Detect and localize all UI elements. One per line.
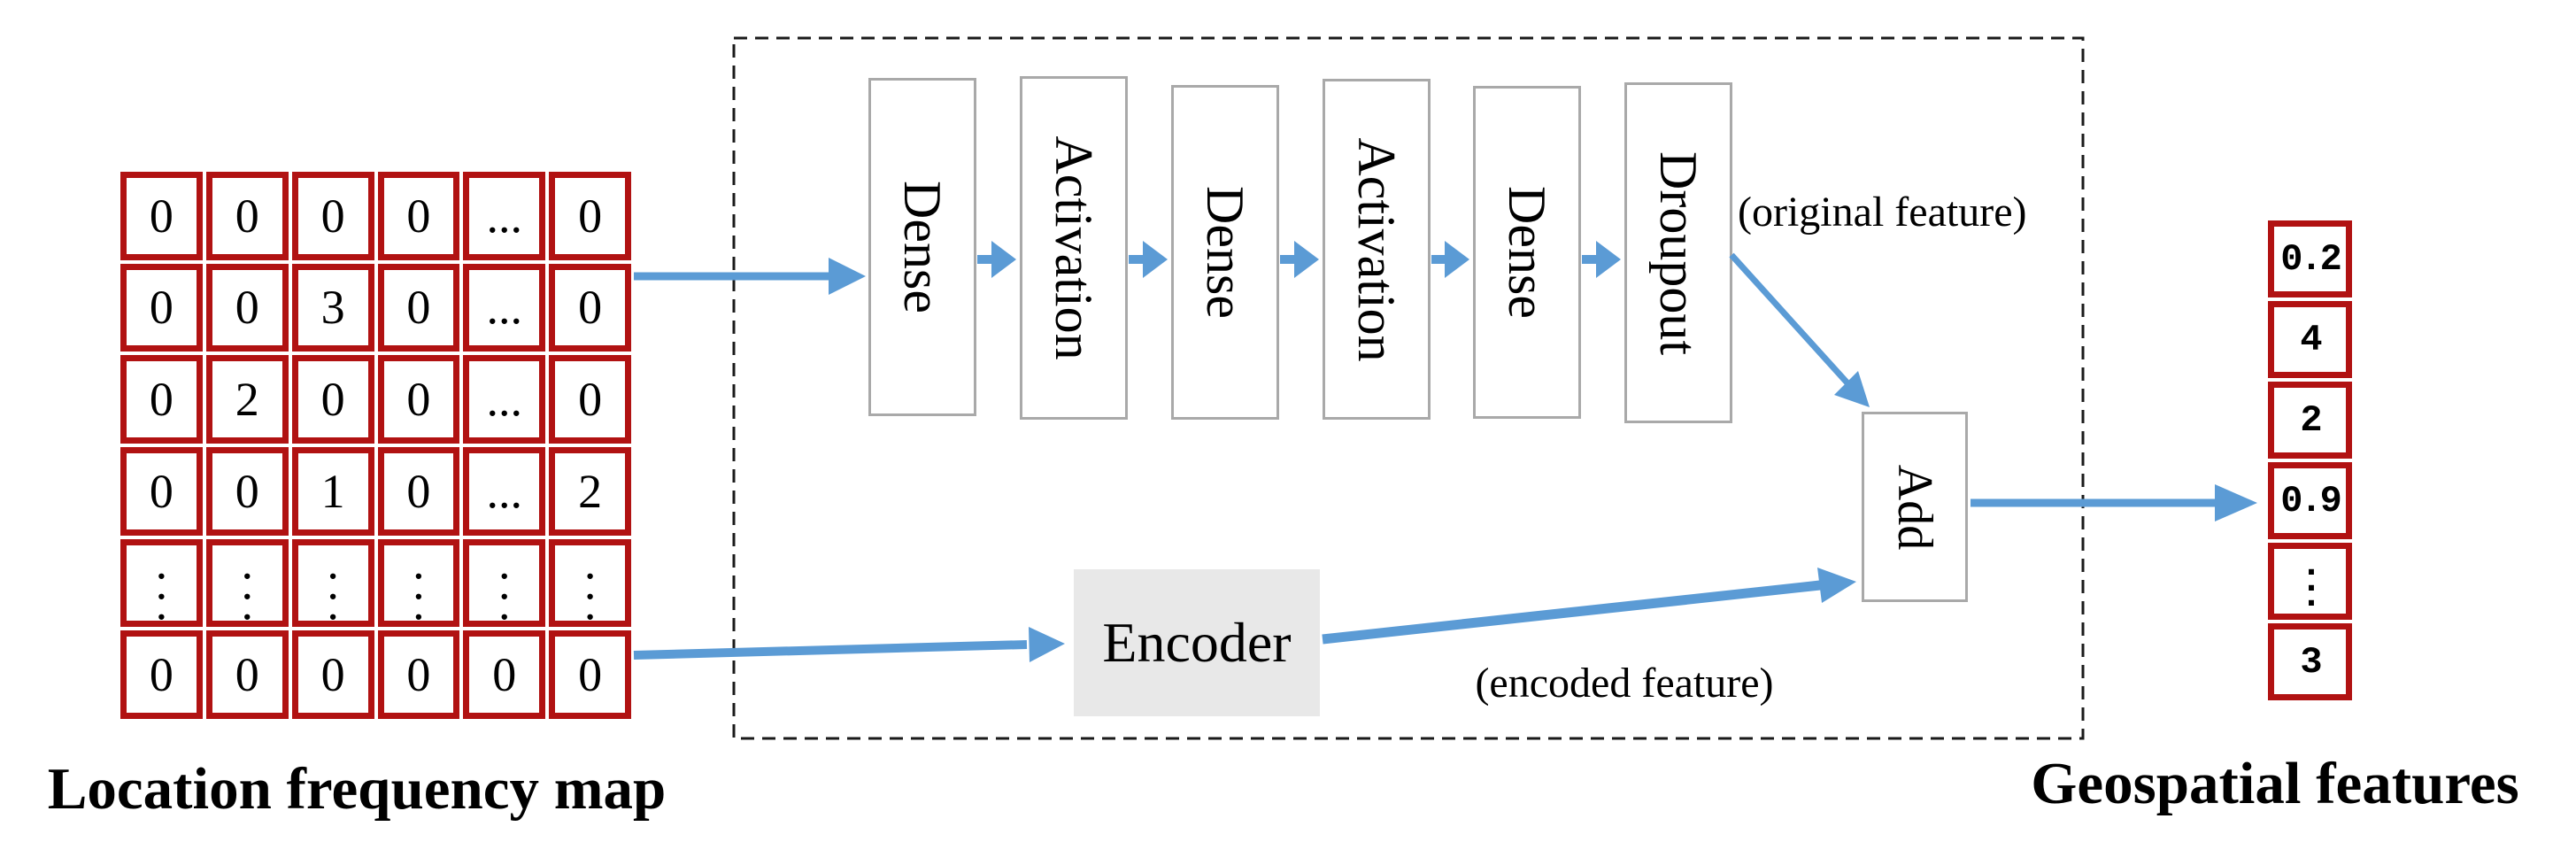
matrix-cell: ...	[463, 172, 546, 260]
pipeline-box-label: Activation	[1045, 135, 1103, 360]
vector-cell: ...	[2268, 543, 2352, 620]
pipeline-box-label: Dense	[1498, 186, 1556, 319]
matrix-cell: 0	[291, 630, 374, 719]
matrix-cell: 0	[377, 446, 460, 536]
matrix-cell: 0	[549, 355, 631, 444]
matrix-cell: 0	[120, 355, 203, 444]
pipeline-box-dense-3: Dense	[1473, 86, 1581, 419]
pipeline-box-dense-1: Dense	[868, 78, 976, 416]
matrix-cell: ...	[549, 538, 631, 628]
pipeline-box-label: Droupout	[1649, 151, 1708, 355]
matrix-cell: 2	[549, 446, 631, 536]
pipeline-box-label: Dense	[893, 181, 952, 313]
pipeline-box-label: Activation	[1347, 136, 1406, 362]
vector-cell: 0.9	[2268, 462, 2352, 539]
matrix-cell: 0	[120, 263, 203, 352]
matrix-cell: 0	[291, 172, 374, 260]
arrow-activation2-to-dense3	[1431, 241, 1469, 278]
matrix-cell: ...	[377, 538, 460, 628]
matrix-cell: 3	[291, 263, 374, 352]
pipeline-box-dropout: Droupout	[1624, 82, 1732, 423]
matrix-cell: 0	[377, 263, 460, 352]
matrix-cell: 0	[463, 630, 546, 719]
matrix-cell: 0	[205, 172, 289, 260]
vector-cell: 4	[2268, 301, 2352, 378]
pipeline-box-dense-2: Dense	[1171, 85, 1279, 420]
encoded-feature-note: (encoded feature)	[1475, 660, 1774, 707]
pipeline-box-activation-1: Activation	[1020, 76, 1128, 420]
matrix-cell: 0	[120, 446, 203, 536]
arrow-add-to-output	[1971, 484, 2257, 521]
matrix-cell: 0	[120, 172, 203, 260]
matrix-cell: 0	[377, 630, 460, 719]
arrow-dense3-to-dropout	[1582, 241, 1621, 278]
matrix-cell: 0	[377, 355, 460, 444]
matrix-cell: 0	[120, 630, 203, 719]
matrix-cell: 0	[205, 263, 289, 352]
encoder-label: Encoder	[1102, 611, 1292, 674]
matrix-cell: 0	[205, 630, 289, 719]
arrow-matrix-to-encoder	[633, 627, 1065, 662]
location-frequency-map-label: Location frequency map	[47, 756, 667, 822]
matrix-cell: 0	[549, 630, 631, 719]
geospatial-features-label: Geospatial features	[2031, 751, 2519, 816]
arrow-dense2-to-activation2	[1280, 241, 1319, 278]
vector-cell: 2	[2268, 382, 2352, 459]
matrix-cell: ...	[120, 538, 203, 628]
matrix-cell: ...	[291, 538, 374, 628]
encoder-box: Encoder	[1074, 569, 1320, 716]
matrix-cell: 0	[205, 446, 289, 536]
matrix-cell: 0	[549, 263, 631, 352]
add-box: Add	[1862, 412, 1968, 602]
matrix-cell: 2	[205, 355, 289, 444]
arrow-dense1-to-activation1	[977, 241, 1016, 278]
add-label: Add	[1887, 464, 1942, 550]
matrix-cell: 0	[549, 172, 631, 260]
vector-cell: 0.2	[2268, 220, 2352, 297]
arrow-matrix-to-dense	[634, 258, 866, 295]
matrix-cell: 0	[377, 172, 460, 260]
arrow-dropout-to-add	[1729, 252, 1870, 407]
matrix-cell: ...	[463, 446, 546, 536]
pipeline-box-activation-2: Activation	[1323, 79, 1431, 420]
pipeline-box-label: Dense	[1196, 186, 1254, 319]
matrix-cell: ...	[205, 538, 289, 628]
matrix-cell: 0	[291, 355, 374, 444]
matrix-cell: ...	[463, 538, 546, 628]
original-feature-note: (original feature)	[1738, 189, 2027, 236]
arrow-activation1-to-dense2	[1129, 241, 1168, 278]
arrow-encoder-to-add	[1322, 568, 1856, 645]
matrix-cell: ...	[463, 263, 546, 352]
vector-cell: 3	[2268, 623, 2352, 700]
matrix-cell: 1	[291, 446, 374, 536]
matrix-cell: ...	[463, 355, 546, 444]
